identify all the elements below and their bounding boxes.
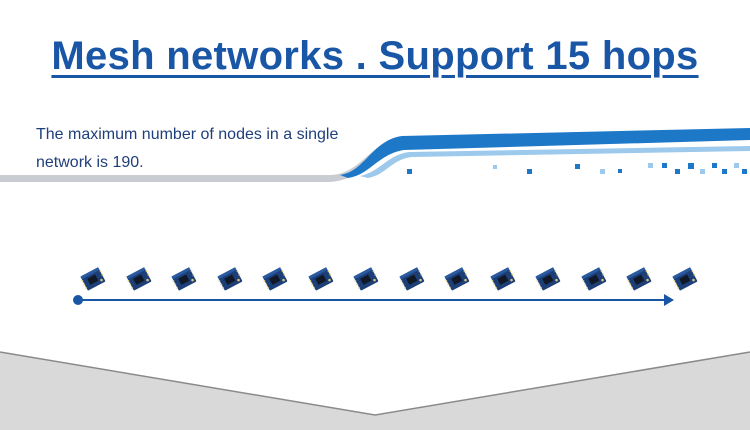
hop-line xyxy=(80,299,666,301)
module-chip-icon xyxy=(444,266,470,292)
module-chip-icon xyxy=(580,266,607,292)
page-title: Mesh networks . Support 15 hops xyxy=(51,34,699,78)
module-chip-icon xyxy=(535,266,561,292)
module-chip-icon xyxy=(216,266,243,292)
module-chip-icon xyxy=(671,266,698,292)
subtitle-text: The maximum number of nodes in a single … xyxy=(36,126,339,171)
module-chip-icon xyxy=(262,266,288,292)
pixel-squares xyxy=(407,163,747,174)
module-chip-icon xyxy=(171,266,197,292)
module-chip-icon xyxy=(307,266,334,292)
module-chip-icon xyxy=(353,266,379,292)
module-chip-icon xyxy=(398,266,425,292)
module-chip-icon xyxy=(489,266,516,292)
arrow-head-icon xyxy=(664,294,674,306)
node-chain xyxy=(0,260,750,320)
module-chip-icon xyxy=(80,266,106,292)
module-chip-icon xyxy=(626,266,652,292)
bottom-decoration xyxy=(0,351,750,430)
module-chip-icon xyxy=(125,266,152,292)
line-start-dot xyxy=(73,295,83,305)
decorative-swoosh xyxy=(0,128,750,182)
